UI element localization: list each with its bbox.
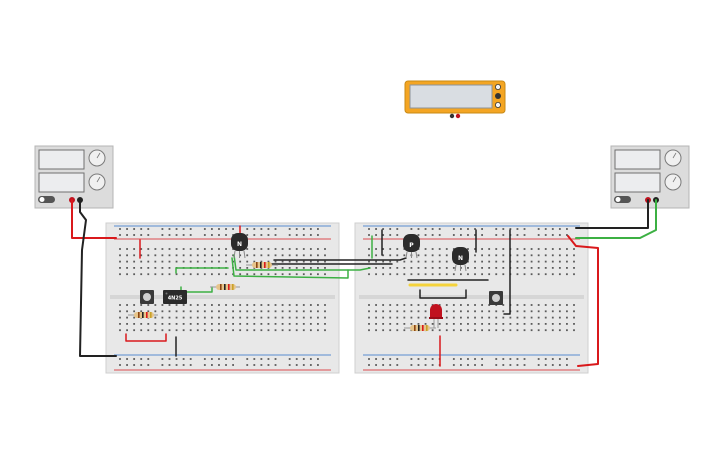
multimeter-display — [409, 84, 493, 109]
multimeter-probe-positive[interactable] — [455, 113, 461, 119]
pushbutton-right[interactable] — [489, 291, 503, 305]
wire-black-supply-right[interactable] — [575, 199, 649, 229]
transistor-pnp[interactable]: P — [403, 234, 420, 259]
wire-red-supply-right[interactable] — [567, 235, 599, 367]
wire-green-supply-right[interactable] — [575, 199, 657, 239]
wire-green-interboard[interactable] — [231, 257, 349, 279]
wire-green-interboard[interactable] — [233, 254, 371, 271]
multimeter-mode-dial-icon[interactable] — [494, 84, 501, 91]
wire-red-jumper[interactable] — [125, 333, 167, 342]
transistor-pnp-label: P — [409, 242, 414, 249]
wire-green-jumper[interactable] — [175, 267, 229, 274]
pushbutton-left[interactable] — [140, 290, 154, 304]
wire-green-jumper[interactable] — [180, 286, 213, 293]
power-supply-right-voltage-display — [614, 149, 661, 170]
wire-black-supply-left[interactable] — [79, 199, 117, 357]
multimeter-probe-common[interactable] — [449, 113, 455, 119]
transistor-npn-label: N — [237, 241, 242, 248]
transistor-npn-left[interactable]: N — [231, 233, 248, 259]
power-supply-left-current-display — [38, 172, 85, 193]
led-red[interactable] — [429, 304, 443, 328]
resistor[interactable] — [246, 262, 278, 268]
power-supply-right[interactable] — [610, 145, 690, 209]
wire-red-supply-left[interactable] — [71, 199, 117, 239]
wires — [71, 199, 657, 367]
transistor-npn-label: N — [458, 255, 463, 262]
power-supply-right-current-display — [614, 172, 661, 193]
power-supply-left[interactable] — [34, 145, 114, 209]
wire-black-interboard[interactable] — [273, 257, 407, 261]
breadboard-right[interactable] — [354, 222, 589, 374]
resistor[interactable] — [210, 284, 240, 290]
ic-chip[interactable]: 4N25 — [163, 290, 187, 304]
wire-black-jumper[interactable] — [503, 229, 511, 315]
multimeter-knob-icon[interactable] — [495, 93, 501, 99]
power-supply-left-voltage-display — [38, 149, 85, 170]
ic-chip-label: 4N25 — [168, 296, 183, 302]
resistor[interactable] — [404, 325, 436, 331]
multimeter[interactable] — [404, 80, 506, 119]
multimeter-setting-icon[interactable] — [494, 102, 501, 109]
transistor-npn-right[interactable]: N — [452, 247, 469, 272]
resistor[interactable] — [128, 312, 158, 318]
wire-black-jumper[interactable] — [419, 289, 467, 299]
